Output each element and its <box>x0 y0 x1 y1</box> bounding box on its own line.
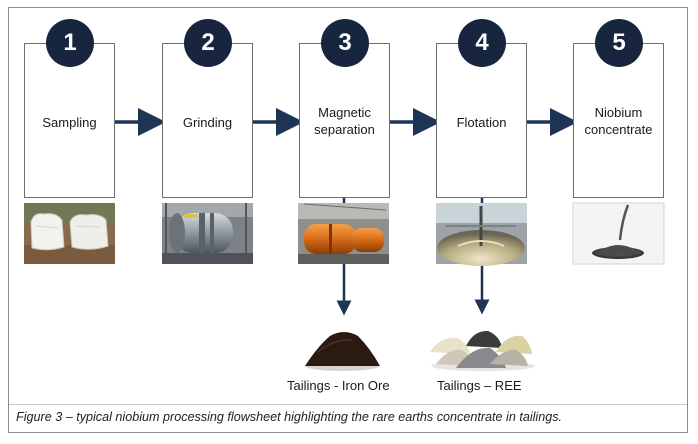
magnetic-separator-photo <box>298 203 389 264</box>
flotation-cell-photo <box>436 203 527 266</box>
step-label-3: Magnetic separation <box>314 105 375 137</box>
iron-ore-pile-photo <box>305 332 380 371</box>
concentrate-powder-photo <box>572 202 665 265</box>
figure-caption: Figure 3 – typical niobium processing fl… <box>16 410 563 424</box>
step-number-badge-5: 5 <box>595 19 643 67</box>
tailings-label-ree: Tailings – REE <box>437 378 522 393</box>
step-number-badge-4: 4 <box>458 19 506 67</box>
step-label-4: Flotation <box>456 115 507 130</box>
step-number-badge-1: 1 <box>46 19 94 67</box>
step-box-1 <box>24 43 115 198</box>
step-box-3 <box>299 43 390 198</box>
figure-frame <box>8 7 688 433</box>
caption-divider <box>9 404 687 405</box>
ree-piles-photo <box>430 330 535 371</box>
ball-mill-photo <box>162 203 253 264</box>
step-number-badge-3: 3 <box>321 19 369 67</box>
step-label-5: Niobium concentrate <box>584 105 653 137</box>
step-box-4 <box>436 43 527 198</box>
step-number-badge-2: 2 <box>184 19 232 67</box>
step-box-2 <box>162 43 253 198</box>
sample-bags-photo <box>24 203 115 264</box>
step-box-5 <box>573 43 664 198</box>
step-label-1: Sampling <box>42 115 97 130</box>
tailings-label-iron-ore: Tailings - Iron Ore <box>287 378 390 393</box>
step-label-2: Grinding <box>182 115 233 130</box>
